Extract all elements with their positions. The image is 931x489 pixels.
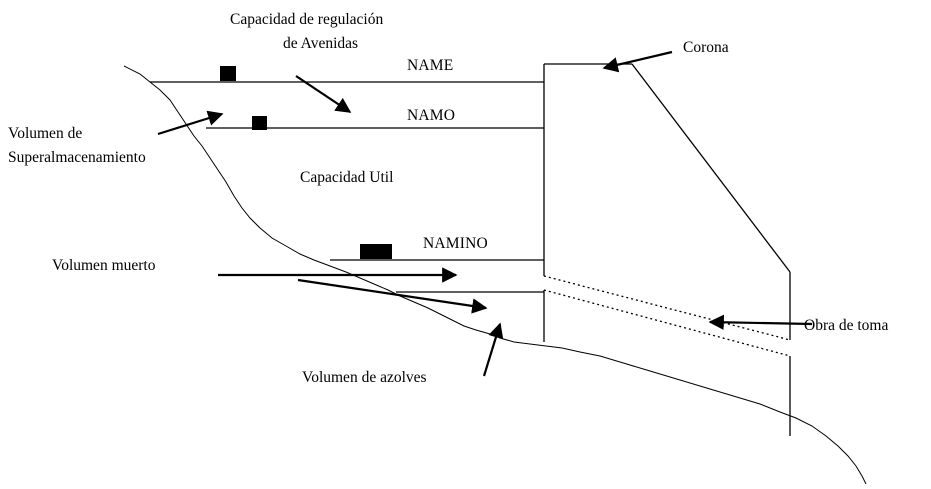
intake-conduit-top — [543, 275, 791, 341]
label-namo: NAMO — [407, 107, 455, 124]
label-volumen-super-1: Volumen de — [8, 125, 82, 142]
label-obra-de-toma: Obra de toma — [804, 317, 888, 334]
arrow-volumen-muerto-2 — [297, 278, 488, 314]
terrain-profile — [123, 65, 867, 485]
label-volumen-muerto: Volumen muerto — [52, 257, 156, 274]
namino-marker — [360, 244, 392, 259]
label-capacidad-regulacion-1: Capacidad de regulación — [230, 11, 383, 28]
label-volumen-super-2: Superalmacenamiento — [8, 149, 146, 166]
arrow-corona — [602, 50, 673, 73]
label-name: NAME — [407, 57, 453, 74]
label-corona: Corona — [683, 39, 729, 56]
label-volumen-azolves: Volumen de azolves — [302, 369, 427, 386]
label-capacidad-util: Capacidad Util — [300, 169, 393, 186]
namo-marker — [252, 116, 267, 130]
arrow-obra-de-toma — [708, 314, 813, 330]
arrow-capacidad-regulacion — [295, 75, 352, 113]
arrow-volumen-azolves — [482, 322, 504, 377]
arrow-volumen-super — [157, 110, 224, 136]
dam-downstream-face — [631, 63, 791, 273]
label-namino: NAMINO — [423, 235, 488, 252]
label-capacidad-regulacion-2: de Avenidas — [283, 35, 358, 52]
name-marker — [220, 66, 236, 81]
